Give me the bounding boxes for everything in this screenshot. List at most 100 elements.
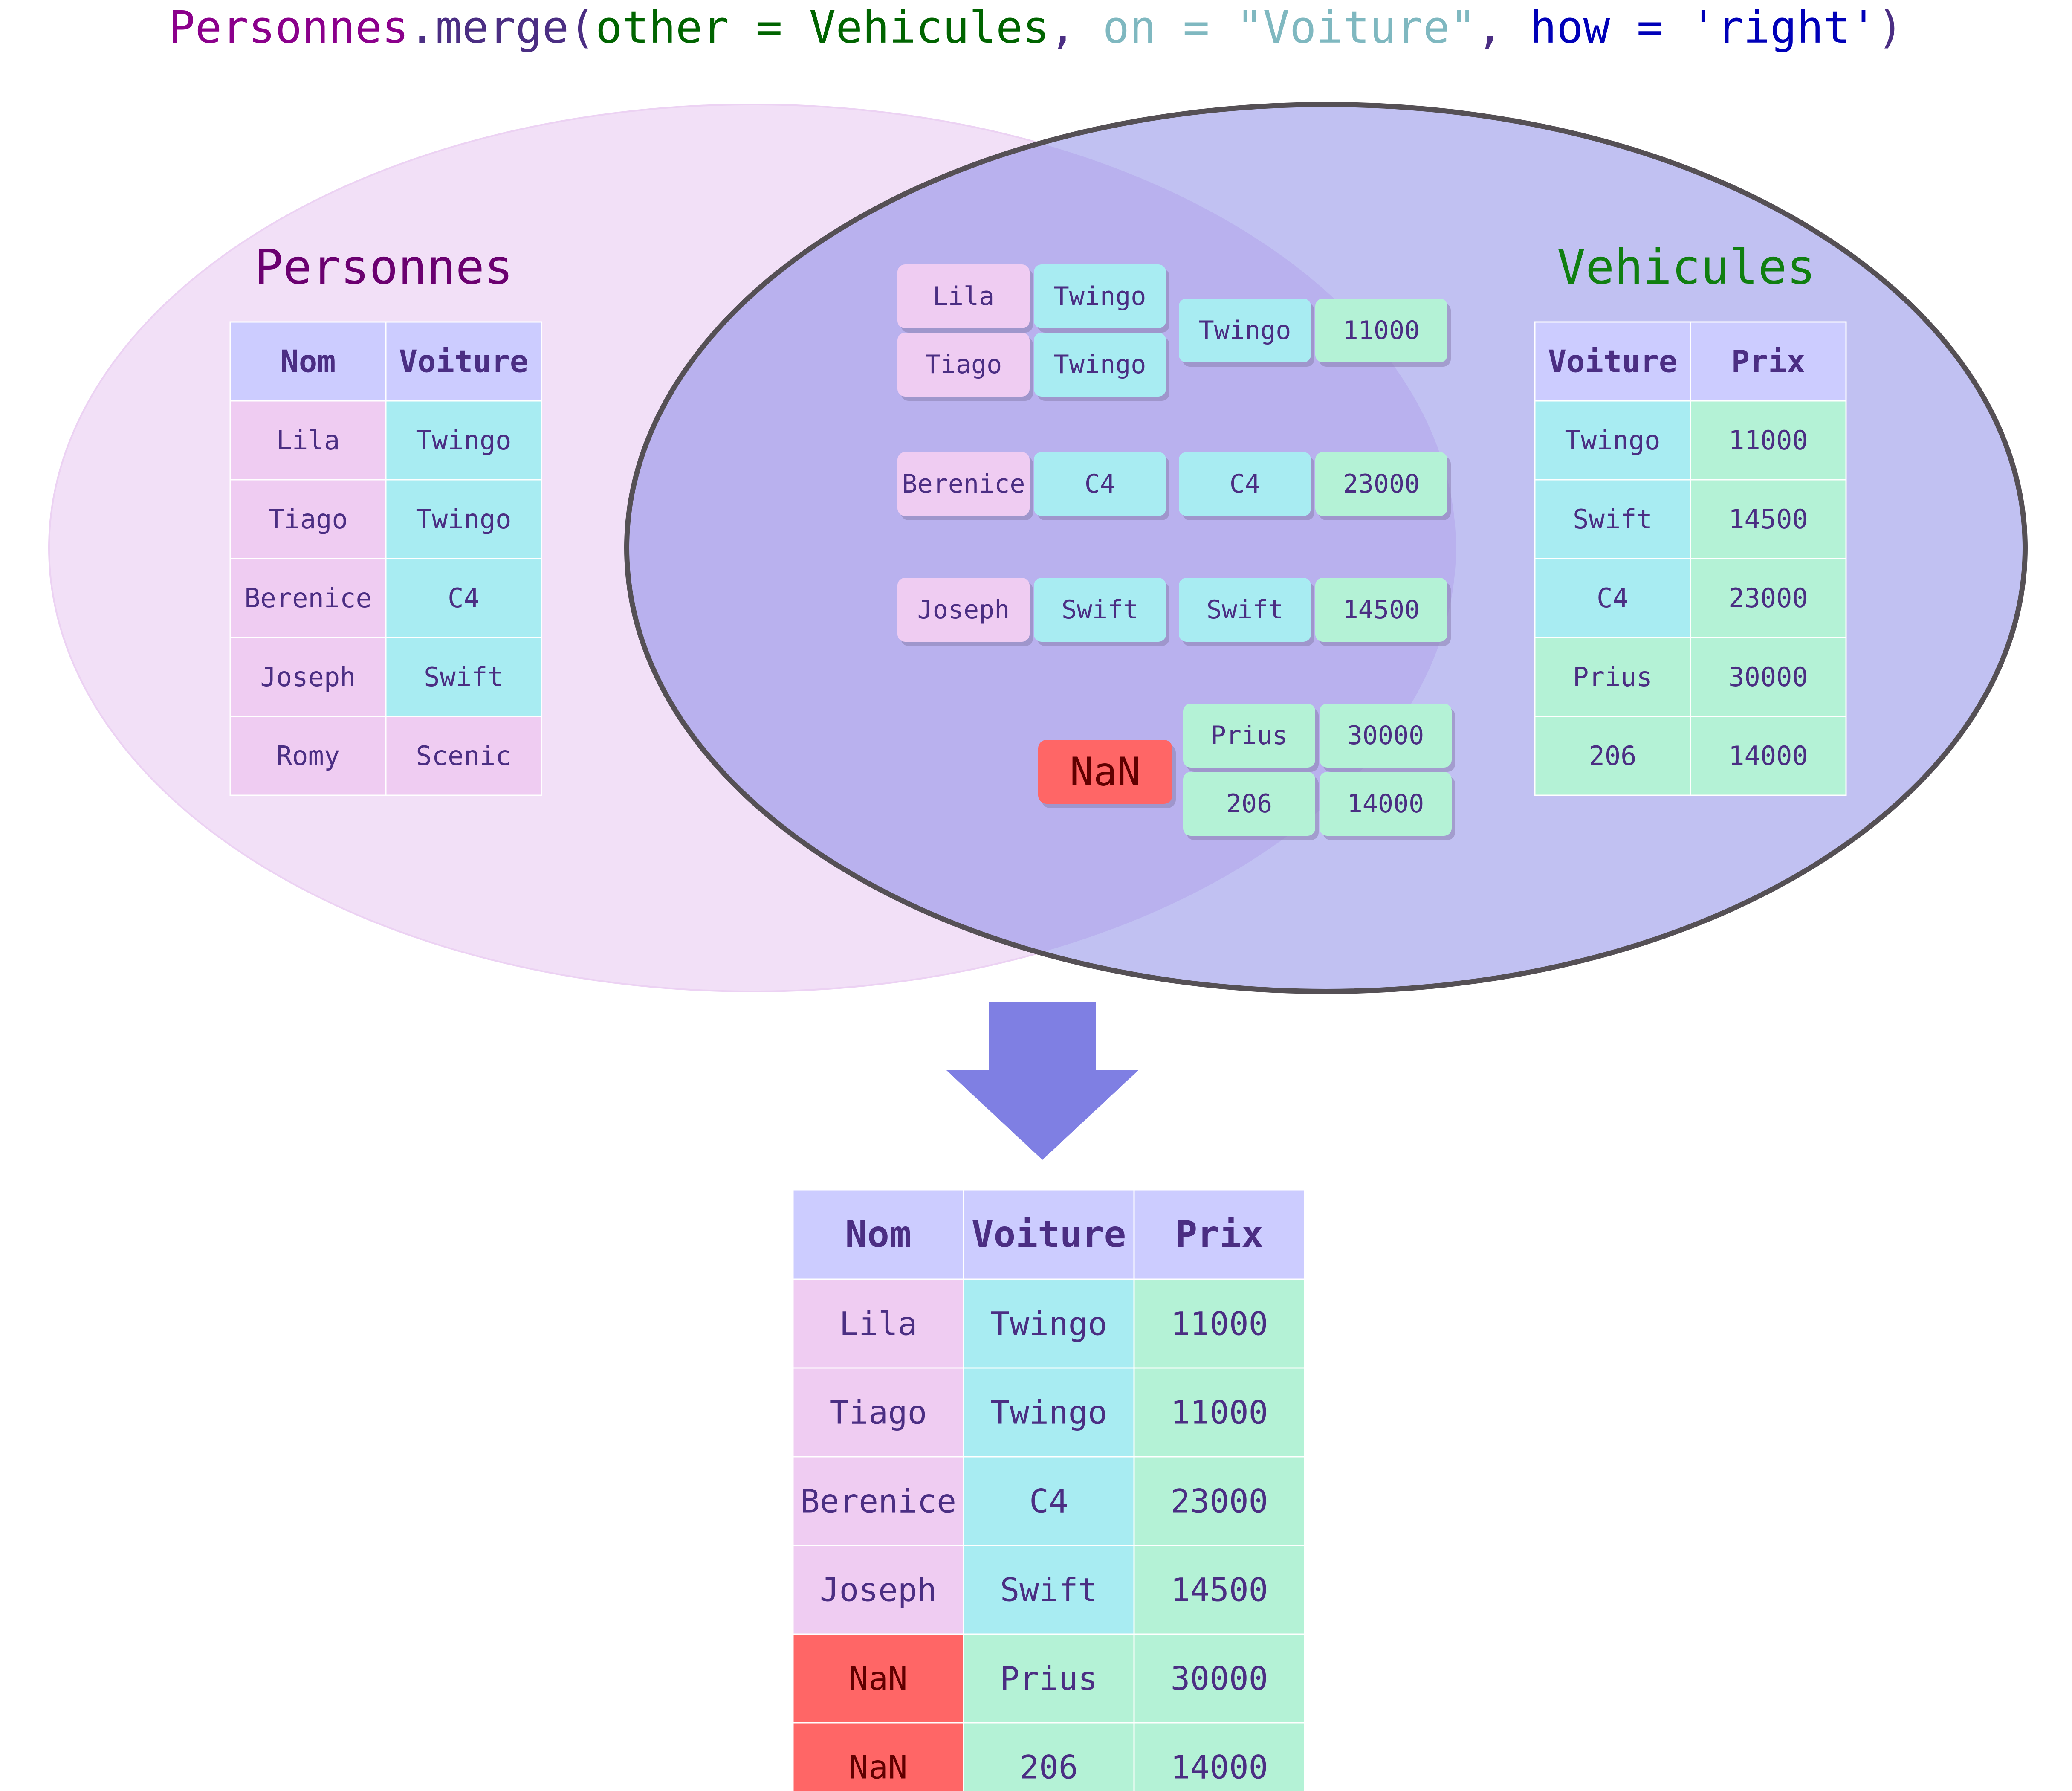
result-header-2: Prix [1133,1189,1305,1280]
result-cell-text: 30000 [1171,1660,1268,1698]
personnes-cell: C4 [385,558,542,638]
personnes-cell: Romy [229,716,387,796]
vehicules-cell: 14000 [1690,716,1847,796]
down-arrow [946,1002,1138,1160]
result-header-0: Nom [792,1189,964,1280]
match-left-nom-text: Berenice [902,469,1025,499]
result-header-1: Voiture [963,1189,1135,1280]
result-cell-text: Joseph [820,1571,937,1609]
personnes-cell: Lila [229,400,387,481]
vehicules-cell: 14500 [1690,479,1847,559]
result-cell-text: Tiago [830,1394,927,1432]
result-cell-text: Twingo [990,1305,1108,1343]
match-left-nom-text: Joseph [917,595,1010,625]
result-cell: 206 [963,1722,1135,1791]
code-how-value: 'right' [1690,1,1877,53]
vehicules-header-0: Voiture [1534,321,1691,402]
result-cell: 23000 [1133,1456,1305,1546]
vehicules-cell: Prius [1534,637,1691,717]
personnes-cell-text: Swift [424,661,504,693]
code-on-value: "Voiture" [1236,1,1477,53]
match-left-nom-text: Tiago [925,350,1002,380]
personnes-cell: Twingo [385,400,542,481]
vehicules-cell: 11000 [1690,400,1847,481]
result-cell-text: 23000 [1171,1482,1268,1520]
personnes-header-1-text: Voiture [399,344,528,380]
personnes-cell: Joseph [229,637,387,717]
personnes-cell: Scenic [385,716,542,796]
match-left-voiture-text: Twingo [1054,281,1146,311]
personnes-cell: Swift [385,637,542,717]
vehicules-cell: C4 [1534,558,1691,638]
result-cell-text: 14000 [1171,1748,1268,1786]
vehicules-cell-text: 14500 [1728,504,1808,535]
result-cell: 11000 [1133,1367,1305,1458]
match-right-voiture: Prius [1183,704,1319,772]
vehicules-cell: Swift [1534,479,1691,559]
code-line: Personnes.merge(other = Vehicules, on = … [168,1,1904,53]
result-cell: Twingo [963,1367,1135,1458]
nan-badge-text: NaN [1070,749,1140,795]
result-cell: 30000 [1133,1633,1305,1724]
code-open-paren: ( [569,1,596,53]
result-cell: Berenice [792,1456,964,1546]
result-cell: 11000 [1133,1278,1305,1369]
vehicules-cell-text: 23000 [1728,583,1808,614]
personnes-cell-text: Scenic [416,740,512,771]
personnes-cell-text: Lila [276,425,340,456]
personnes-cell-text: C4 [448,583,480,614]
match-right-prix-text: 11000 [1343,316,1420,345]
result-cell: NaN [792,1633,964,1724]
vehicules-cell-text: C4 [1597,583,1629,614]
vehicules-header-0-text: Voiture [1548,344,1677,380]
vehicules-cell: 206 [1534,716,1691,796]
result-cell-text: C4 [1029,1482,1068,1520]
match-left-voiture: Twingo [1034,333,1169,401]
match-left-nom-text: Lila [933,281,995,311]
match-left-nom: Lila [897,264,1033,333]
match-left-nom: Berenice [897,452,1033,520]
personnes-cell: Tiago [229,479,387,559]
personnes-cell-text: Twingo [416,425,512,456]
personnes-cell-text: Twingo [416,504,512,535]
vehicules-cell-text: 30000 [1728,661,1808,693]
match-right-voiture-text: Swift [1207,595,1284,625]
vehicules-cell-text: 11000 [1728,425,1808,456]
personnes-cell-text: Joseph [260,661,356,693]
match-right-voiture: C4 [1179,452,1314,520]
code-comma-2: , [1476,1,1530,53]
match-right-voiture-text: C4 [1230,469,1260,499]
match-right-prix: 14000 [1320,772,1455,840]
result-cell-text: 206 [1019,1748,1078,1786]
result-cell-text: NaN [849,1748,907,1786]
code-dot: . [409,1,436,53]
vehicules-cell-text: Twingo [1565,425,1661,456]
match-left-voiture: C4 [1034,452,1169,520]
match-right-prix-text: 14500 [1343,595,1420,625]
result-cell-text: Lila [839,1305,917,1343]
match-right-prix: 14500 [1315,578,1451,646]
match-left-voiture-text: Twingo [1054,350,1146,380]
result-cell: Tiago [792,1367,964,1458]
nan-badge: NaN [1038,740,1176,808]
match-right-voiture-text: Twingo [1199,316,1291,345]
vehicules-cell: Twingo [1534,400,1691,481]
result-cell-text: Twingo [990,1394,1108,1432]
match-right-prix-text: 30000 [1347,721,1424,751]
vehicules-title: Vehicules [1557,240,1816,295]
vehicules-cell: 23000 [1690,558,1847,638]
match-right-voiture-text: 206 [1226,789,1272,819]
result-cell: NaN [792,1722,964,1791]
personnes-header-0-text: Nom [280,344,336,380]
match-left-nom: Tiago [897,333,1033,401]
result-header-0-text: Nom [845,1213,911,1256]
match-left-voiture: Twingo [1034,264,1169,333]
code-other-keyword: other = [596,1,809,53]
match-left-voiture: Swift [1034,578,1169,646]
vehicules-cell-text: 14000 [1728,740,1808,771]
result-cell: Twingo [963,1278,1135,1369]
code-other-value: Vehicules [809,1,1050,53]
